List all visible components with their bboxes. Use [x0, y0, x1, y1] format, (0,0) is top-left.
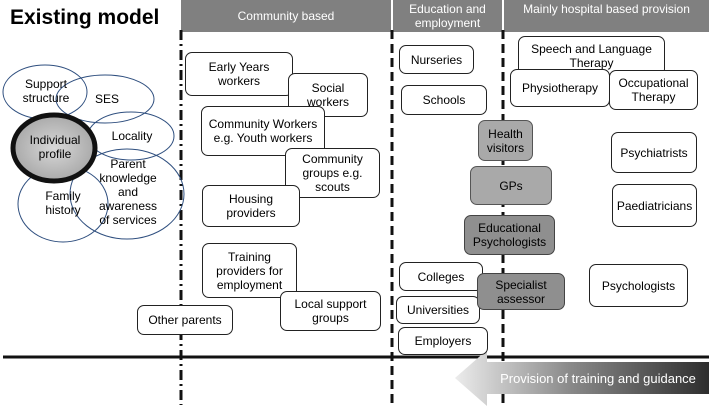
- label-family-history: Family history: [45, 189, 81, 217]
- header-hospital: Mainly hospital based provision: [504, 0, 709, 32]
- box-community-workers: Community Workers e.g. Youth workers: [201, 106, 325, 156]
- ellipse-ses: [55, 74, 155, 124]
- box-community-groups: Community groups e.g. scouts: [285, 148, 380, 198]
- header-education-label: Education and employment: [409, 2, 486, 30]
- box-colleges: Colleges: [399, 262, 483, 291]
- box-health-visitors: Health visitors: [478, 120, 533, 161]
- box-specialist-assessor: Specialist assessor: [477, 273, 565, 310]
- label-parent-knowledge: Parent knowledge and awareness of servic…: [98, 157, 158, 227]
- box-training: Training providers for employment: [202, 243, 297, 298]
- header-education: Education and employment: [393, 0, 502, 32]
- header-community: Community based: [181, 0, 391, 32]
- box-occupational-therapy: Occupational Therapy: [609, 70, 698, 110]
- box-employers: Employers: [398, 327, 488, 355]
- box-schools: Schools: [401, 85, 487, 115]
- box-paediatricians: Paediatricians: [612, 184, 697, 227]
- box-speech-language: Speech and Language Therapy: [518, 36, 665, 76]
- box-educational-psychologists: Educational Psychologists: [464, 215, 555, 255]
- label-individual-profile: Individual profile: [29, 133, 81, 161]
- box-psychologists: Psychologists: [589, 264, 688, 307]
- arrow-label: Provision of training and guidance: [500, 371, 696, 386]
- box-other-parents: Other parents: [137, 305, 233, 335]
- box-gps: GPs: [470, 166, 552, 205]
- ellipse-parent-knowledge: [69, 148, 185, 240]
- box-early-years: Early Years workers: [185, 52, 293, 96]
- header-hospital-label: Mainly hospital based provision: [523, 2, 690, 16]
- arrow-shape: [455, 350, 709, 406]
- box-physiotherapy: Physiotherapy: [510, 69, 610, 107]
- box-housing: Housing providers: [202, 185, 300, 227]
- box-nurseries: Nurseries: [399, 45, 474, 74]
- label-support-structure: Support structure: [22, 77, 70, 105]
- header-community-label: Community based: [237, 9, 335, 23]
- box-psychiatrists: Psychiatrists: [611, 132, 697, 173]
- label-locality: Locality: [111, 129, 153, 143]
- box-universities: Universities: [396, 296, 480, 324]
- diagram-title: Existing model: [10, 6, 160, 29]
- ellipse-individual-profile: [10, 112, 98, 184]
- box-local-support: Local support groups: [280, 291, 381, 331]
- label-ses: SES: [94, 92, 119, 106]
